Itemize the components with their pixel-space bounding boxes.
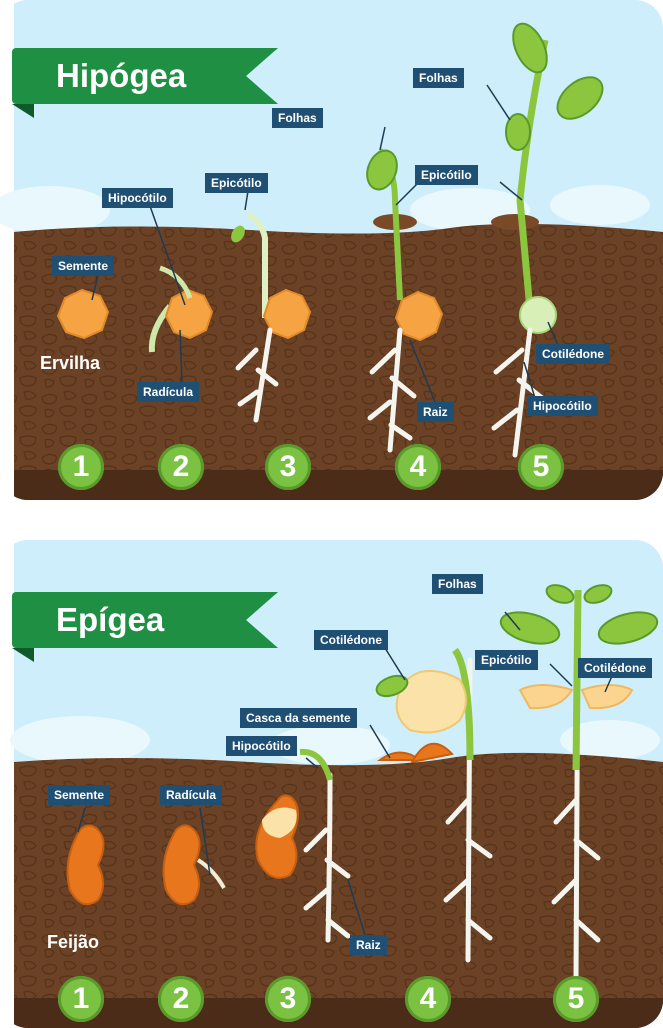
step-badge-2: 2: [158, 976, 204, 1022]
step-badge-1: 1: [58, 444, 104, 490]
epigea-title: Epígea: [12, 592, 278, 648]
label-cotiledone: Cotilédone: [536, 344, 610, 364]
label-radicula: Radícula: [160, 785, 222, 805]
step-badge-1: 1: [58, 976, 104, 1022]
step-badge-2: 2: [158, 444, 204, 490]
label-folhas: Folhas: [432, 574, 483, 594]
step-badge-3: 3: [265, 444, 311, 490]
label-radicula: Radícula: [137, 382, 199, 402]
pea-seed-1: [58, 290, 108, 338]
step-badge-5: 5: [518, 444, 564, 490]
seed-name-feijao: Feijão: [47, 932, 99, 953]
hipogea-title: Hipógea: [12, 48, 278, 104]
pea-seed-4: [396, 292, 442, 340]
label-hipocotilo: Hipocótilo: [226, 736, 297, 756]
label-cotiledone-5: Cotilédone: [578, 658, 652, 678]
label-hipocotilo-2: Hipocótilo: [102, 188, 173, 208]
label-epicotilo-4: Epicótilo: [415, 165, 478, 185]
label-epicotilo-3: Epicótilo: [205, 173, 268, 193]
step-badge-4: 4: [395, 444, 441, 490]
step-badge-3: 3: [265, 976, 311, 1022]
label-casca-da-semente: Casca da semente: [240, 708, 357, 728]
label-raiz: Raiz: [350, 935, 387, 955]
hipogea-panel: Hipógea Semente Hipocótilo Epicótilo Fol…: [0, 0, 663, 500]
step-badge-5: 5: [553, 976, 599, 1022]
step-badge-4: 4: [405, 976, 451, 1022]
label-folhas-4: Folhas: [272, 108, 323, 128]
label-hipocotilo-5: Hipocótilo: [527, 396, 598, 416]
label-semente: Semente: [48, 785, 110, 805]
label-folhas-5: Folhas: [413, 68, 464, 88]
epigea-panel: Epígea Semente Radícula Hipocótilo Casca…: [0, 540, 663, 1028]
label-semente: Semente: [52, 256, 114, 276]
label-epicotilo: Epicótilo: [475, 650, 538, 670]
label-cotiledone-4: Cotilédone: [314, 630, 388, 650]
seed-name-ervilha: Ervilha: [40, 353, 100, 374]
label-raiz: Raiz: [417, 402, 454, 422]
